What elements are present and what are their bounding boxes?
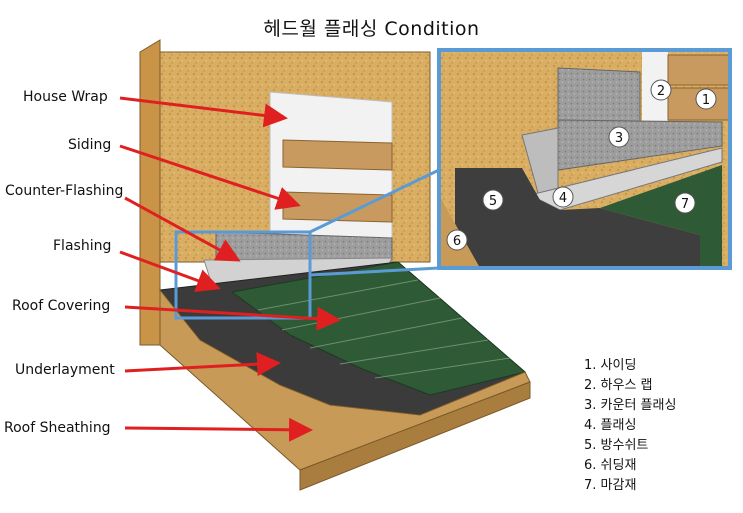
svg-text:1: 1: [702, 93, 710, 108]
marker-6: 6: [446, 229, 468, 251]
wall-edge: [139, 39, 161, 346]
callout-connector: [309, 168, 440, 234]
arrow-underlayment: [124, 352, 281, 377]
roof-sheathing-board: [159, 288, 531, 471]
legend-item: 1. 사이딩: [584, 358, 637, 373]
inset-underlayment: [455, 168, 700, 268]
legend-item: 6. 쉬딩재: [584, 458, 637, 473]
legend-item: 4. 플래싱: [584, 418, 637, 433]
svg-text:6: 6: [453, 234, 461, 249]
inset-detail: 1 2 3 4 5 6 7: [437, 48, 732, 270]
label-house-wrap: House Wrap: [23, 89, 108, 105]
label-underlayment: Underlayment: [15, 362, 115, 378]
callout-connector: [309, 266, 440, 277]
legend: 1. 사이딩 2. 하우스 랩 3. 카운터 플래싱 4. 플래싱 5. 방수쉬…: [584, 356, 676, 496]
marker-7: 7: [674, 192, 696, 214]
label-arrows: [119, 96, 341, 442]
label-roof-covering: Roof Covering: [12, 298, 111, 314]
marker-5: 5: [482, 189, 504, 211]
legend-item: 5. 방수쉬트: [584, 438, 649, 453]
arrow-roof-covering: [124, 305, 341, 331]
page-title: 헤드월 플래싱 Condition: [263, 18, 480, 40]
svg-text:5: 5: [489, 194, 497, 209]
svg-text:7: 7: [681, 197, 689, 212]
legend-item: 3. 카운터 플래싱: [584, 398, 677, 413]
svg-text:4: 4: [559, 191, 567, 206]
label-counter-flashing: Counter-Flashing: [5, 183, 124, 199]
arrow-flashing: [119, 250, 221, 293]
label-siding: Siding: [68, 137, 112, 153]
arrow-siding: [119, 144, 301, 210]
siding-board: [282, 191, 393, 223]
svg-text:3: 3: [615, 131, 623, 146]
arrow-house-wrap: [119, 96, 288, 128]
legend-item: 2. 하우스 랩: [584, 378, 653, 393]
marker-4: 4: [552, 186, 574, 208]
svg-text:2: 2: [657, 84, 665, 99]
shingle-grid: [257, 279, 511, 379]
legend-item: 7. 마감재: [584, 478, 637, 493]
marker-2: 2: [650, 79, 672, 101]
roof-shingles: [230, 261, 527, 396]
siding-board: [282, 139, 393, 171]
roof-sheathing-edge: [299, 381, 531, 491]
inset-shingles: [600, 165, 722, 268]
label-flashing: Flashing: [53, 238, 112, 254]
inset-counter-flashing-upper: [557, 67, 641, 123]
label-roof-sheathing: Roof Sheathing: [4, 420, 111, 436]
arrow-roof-sheathing: [124, 417, 313, 442]
inset-siding: [667, 54, 731, 86]
arrow-counter-flashing: [124, 196, 241, 262]
marker-1: 1: [695, 88, 717, 110]
marker-3: 3: [608, 126, 630, 148]
